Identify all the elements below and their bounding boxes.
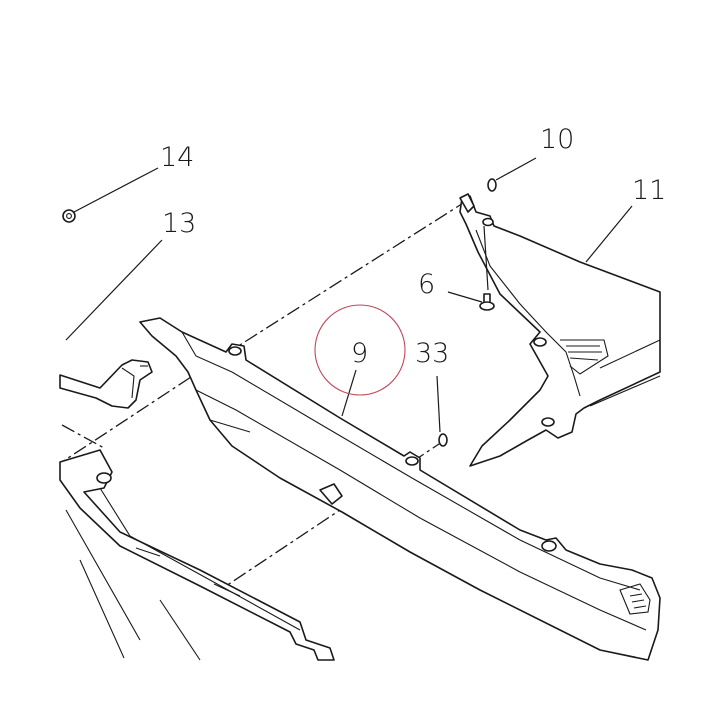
lower-left-panel <box>59 449 335 661</box>
label-part-11: 11 <box>632 175 666 206</box>
label-part-33: 33 <box>415 338 449 369</box>
part-13-left-trim <box>59 359 153 409</box>
highlight-circle <box>314 304 406 396</box>
part-9-side-panel <box>139 317 661 661</box>
part-labels: 14 13 10 11 6 9 33 <box>160 124 666 369</box>
label-part-13: 13 <box>162 208 196 239</box>
label-part-10: 10 <box>540 124 574 155</box>
part-33-washer <box>438 433 448 447</box>
part-10-washer <box>487 178 497 192</box>
label-part-6: 6 <box>418 269 435 300</box>
part-6-screw <box>479 293 495 311</box>
part-14-screw <box>62 209 76 223</box>
part-11-right-bracket <box>459 195 661 467</box>
leader-lines <box>65 157 633 433</box>
hardware <box>62 178 497 447</box>
label-part-9: 9 <box>351 338 368 369</box>
label-part-14: 14 <box>160 142 194 173</box>
